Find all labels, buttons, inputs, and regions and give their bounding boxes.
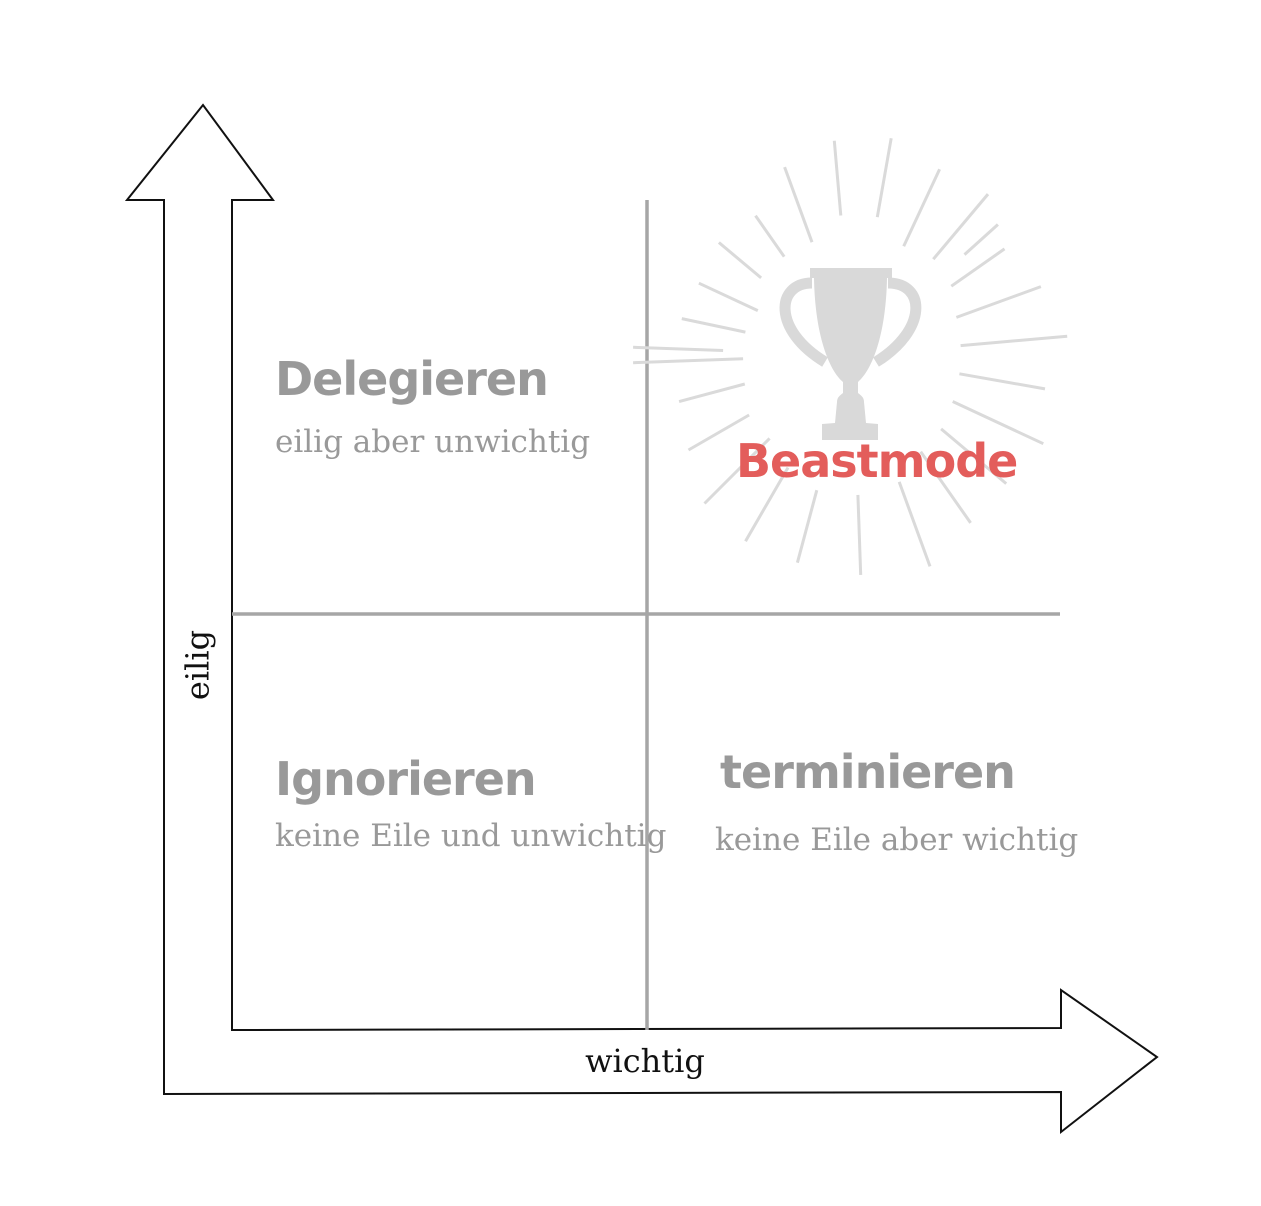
sunburst-ray bbox=[940, 427, 1008, 485]
sunburst-ray bbox=[952, 400, 1044, 446]
sunburst-ray bbox=[960, 334, 1068, 348]
sunburst-ray bbox=[717, 241, 763, 280]
quadrant-subtitle-terminieren: keine Eile aber wichtig bbox=[715, 822, 1078, 858]
sunburst-ray bbox=[897, 481, 932, 567]
sunburst-ray bbox=[856, 494, 863, 575]
trophy-icon bbox=[779, 268, 922, 440]
quadrant-title-delegieren: Delegieren bbox=[275, 352, 548, 406]
sunburst-ray bbox=[959, 372, 1046, 391]
sunburst-ray bbox=[681, 317, 746, 334]
sunburst-ray bbox=[687, 413, 750, 452]
sunburst-ray bbox=[902, 168, 941, 247]
quadrant-title-beastmode: Beastmode bbox=[736, 434, 1017, 488]
sunburst-ray bbox=[698, 281, 759, 312]
sunburst-ray bbox=[963, 223, 999, 256]
sunburst-ray bbox=[950, 247, 1006, 288]
sunburst-ray bbox=[783, 166, 814, 243]
sunburst-ray bbox=[832, 140, 843, 216]
axes-arrow-outline bbox=[124, 103, 1159, 1135]
sunburst-ray bbox=[678, 382, 746, 404]
sunburst-ray bbox=[633, 345, 724, 352]
sunburst-ray bbox=[919, 450, 972, 524]
quadrant-title-ignorieren: Ignorieren bbox=[275, 752, 536, 806]
quadrant-subtitle-ignorieren: keine Eile und unwichtig bbox=[275, 818, 666, 854]
sunburst-ray bbox=[795, 489, 819, 564]
sunburst-ray bbox=[633, 357, 744, 365]
sunburst-ray bbox=[875, 138, 893, 218]
sunburst-rays bbox=[633, 138, 1068, 575]
quadrant-title-terminieren: terminieren bbox=[720, 745, 1015, 799]
y-axis-label: eilig bbox=[179, 630, 217, 700]
sunburst-ray bbox=[703, 437, 771, 505]
sunburst-ray bbox=[754, 214, 786, 258]
sunburst-ray bbox=[744, 466, 790, 542]
sunburst-ray bbox=[932, 193, 990, 261]
quadrant-subtitle-delegieren: eilig aber unwichtig bbox=[275, 424, 590, 460]
x-axis-label: wichtig bbox=[585, 1042, 705, 1080]
sunburst-ray bbox=[955, 285, 1042, 319]
